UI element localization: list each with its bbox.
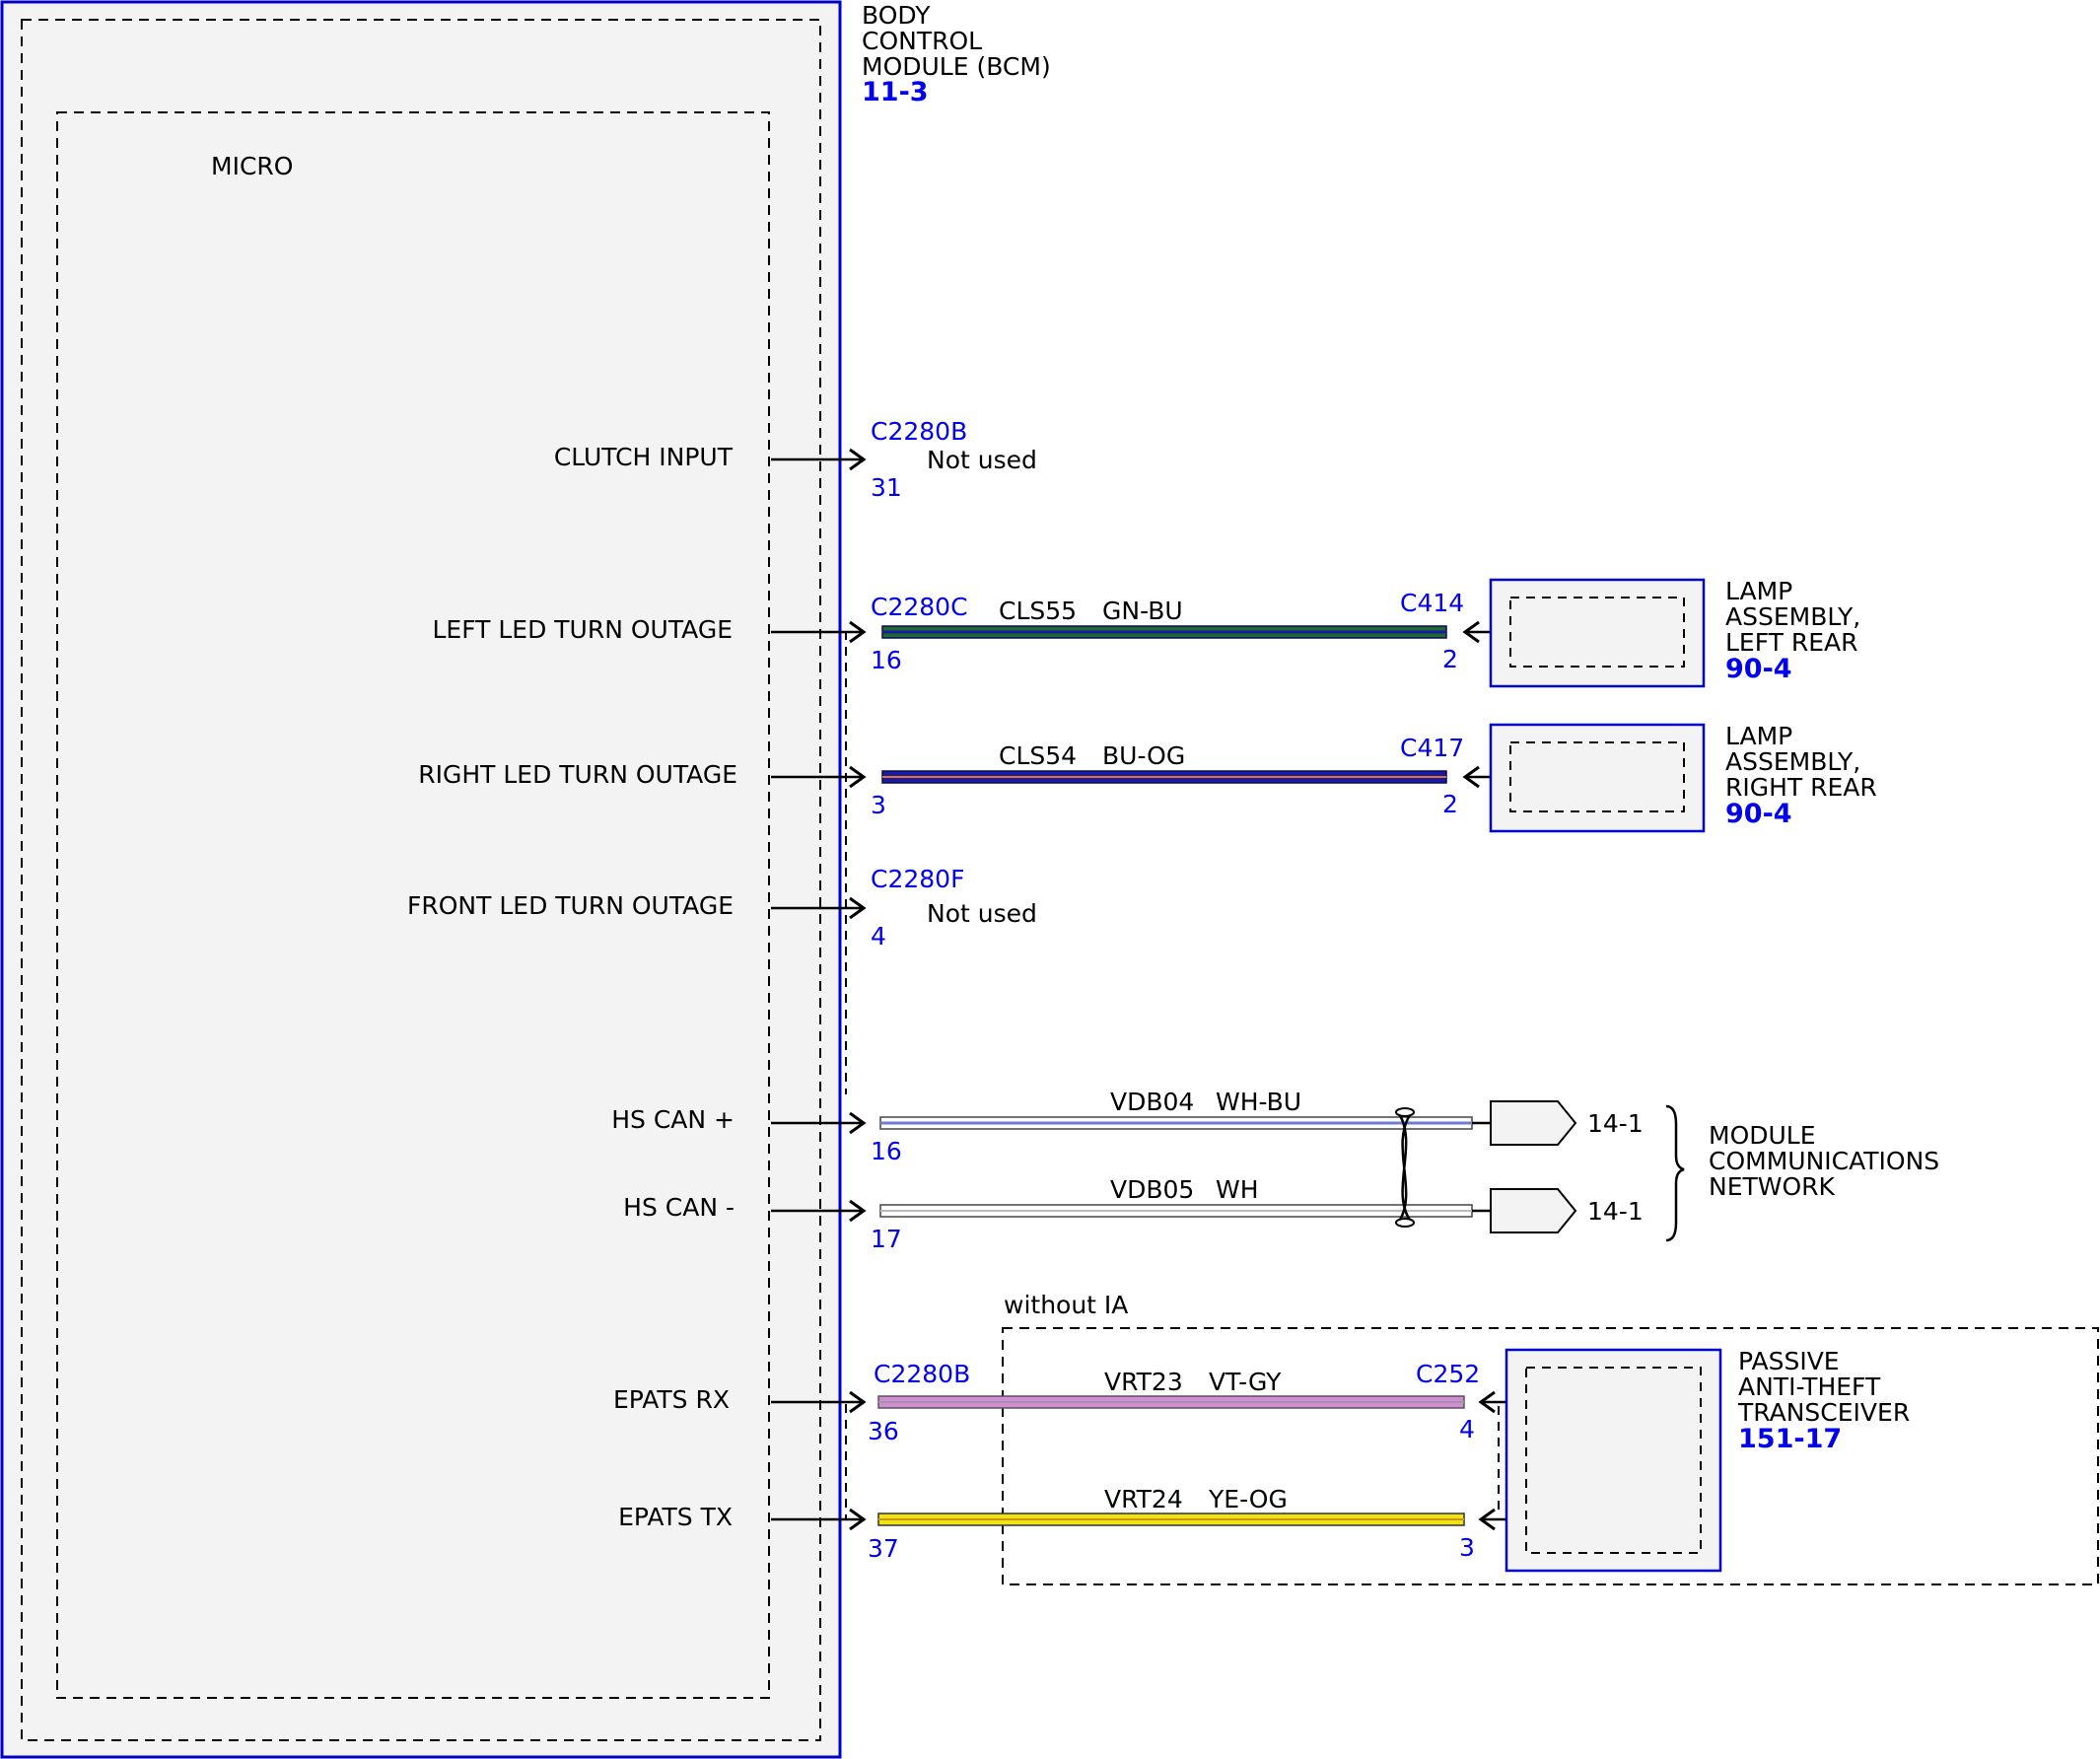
lamp-right-line-3: RIGHT REAR	[1725, 773, 1877, 802]
option-label: without IA	[1004, 1291, 1128, 1319]
hs-can-minus-color: WH	[1216, 1175, 1259, 1204]
epats-rx-pin-arrow	[849, 1390, 867, 1414]
right-led-circuit: CLS54	[999, 741, 1077, 770]
right-led-label: RIGHT LED TURN OUTAGE	[418, 760, 737, 789]
clutch-input-label: CLUTCH INPUT	[554, 443, 734, 471]
right-led-color: BU-OG	[1102, 741, 1185, 770]
lamp-right-box	[1489, 723, 1706, 833]
pats-module-box	[1505, 1348, 1722, 1573]
lamp-left-line-3: LEFT REAR	[1725, 628, 1858, 657]
lamp-left-ref[interactable]: 90-4	[1725, 654, 1792, 684]
hs-can-plus-pin: 16	[871, 1137, 902, 1165]
hs-can-plus-pin-arrow	[849, 1111, 867, 1135]
twisted-pair-symbol	[1395, 1107, 1415, 1228]
left-led-connector: C2280C	[871, 593, 968, 621]
epats-rx-far-connector: C252	[1416, 1360, 1480, 1388]
pats-line-3: TRANSCEIVER	[1737, 1398, 1910, 1427]
epats-rx-label: EPATS RX	[613, 1385, 730, 1414]
pats-line-1: PASSIVE	[1738, 1347, 1840, 1375]
pats-module-inner	[1525, 1367, 1702, 1554]
bcm-name-line-3: MODULE (BCM)	[862, 52, 1051, 81]
pats-line-2: ANTI-THEFT	[1738, 1372, 1881, 1401]
hs-can-minus-pin-arrow	[849, 1199, 867, 1223]
hs-can-plus-circuit: VDB04	[1110, 1088, 1194, 1116]
epats-rx-far-pin: 4	[1459, 1415, 1475, 1443]
left-led-far-pin: 2	[1442, 645, 1458, 673]
epats-tx-color: YE-OG	[1208, 1485, 1288, 1513]
clutch-connector: C2280B	[871, 417, 967, 446]
lamp-right-inner	[1509, 741, 1685, 812]
hs-can-plus-color: WH-BU	[1216, 1088, 1301, 1116]
lamp-right-line-2: ASSEMBLY,	[1725, 747, 1860, 776]
bcm-dashed-outer	[21, 19, 821, 1741]
left-led-pin-arrow	[849, 620, 867, 644]
epats-tx-label: EPATS TX	[618, 1503, 733, 1531]
front-led-connector: C2280F	[871, 865, 964, 893]
hs-can-minus-pin: 17	[871, 1225, 902, 1253]
left-led-color: GN-BU	[1102, 597, 1183, 625]
epats-rx-circuit: VRT23	[1104, 1368, 1183, 1396]
bcm-name-line-1: BODY	[862, 1, 931, 30]
hs-can-minus-network-connector	[1490, 1188, 1577, 1233]
hs-can-plus-label: HS CAN +	[611, 1105, 735, 1134]
network-line-1: MODULE	[1709, 1121, 1816, 1150]
clutch-input-pin-arrow	[849, 448, 867, 471]
hs-can-plus-dest[interactable]: 14-1	[1587, 1109, 1644, 1138]
epats-rx-connector: C2280B	[874, 1360, 970, 1388]
lamp-right-line-1: LAMP	[1725, 722, 1792, 750]
hs-can-plus-network-connector	[1490, 1100, 1577, 1146]
bcm-name-line-2: CONTROL	[862, 27, 982, 55]
epats-tx-far-pin: 3	[1459, 1533, 1475, 1562]
bcm-ref[interactable]: 11-3	[862, 77, 929, 107]
lamp-left-box	[1489, 578, 1706, 688]
epats-tx-pin-arrow	[849, 1508, 867, 1531]
front-led-pin: 4	[871, 922, 886, 950]
lamp-left-line-2: ASSEMBLY,	[1725, 602, 1860, 631]
front-led-not-used: Not used	[927, 899, 1037, 928]
front-led-label: FRONT LED TURN OUTAGE	[407, 891, 734, 920]
hs-can-minus-dest[interactable]: 14-1	[1587, 1197, 1644, 1226]
left-led-pin: 16	[871, 646, 902, 674]
network-line-3: NETWORK	[1709, 1172, 1836, 1201]
epats-tx-circuit: VRT24	[1104, 1485, 1183, 1513]
option-dashed-box	[1002, 1327, 2099, 1585]
lamp-left-line-1: LAMP	[1725, 577, 1792, 605]
clutch-not-used: Not used	[927, 446, 1037, 474]
hs-can-minus-label: HS CAN -	[623, 1193, 735, 1222]
front-led-pin-arrow	[849, 896, 867, 920]
micro-label: MICRO	[211, 152, 293, 180]
micro-dashed-box	[56, 111, 770, 1699]
pats-ref[interactable]: 151-17	[1738, 1424, 1842, 1454]
right-led-far-pin: 2	[1442, 790, 1458, 818]
network-brace	[1665, 1104, 1685, 1242]
lamp-right-ref[interactable]: 90-4	[1725, 799, 1792, 829]
bcm-module-box	[0, 0, 842, 1759]
right-led-pin: 3	[871, 791, 886, 819]
lamp-left-inner	[1509, 597, 1685, 668]
left-led-circuit: CLS55	[999, 597, 1077, 625]
left-led-far-connector: C414	[1400, 589, 1464, 617]
right-led-far-connector: C417	[1400, 734, 1464, 762]
clutch-pin: 31	[871, 473, 902, 502]
right-led-pin-arrow	[849, 765, 867, 789]
epats-rx-color: VT-GY	[1209, 1368, 1282, 1396]
epats-rx-pin: 36	[868, 1417, 899, 1445]
network-line-2: COMMUNICATIONS	[1709, 1147, 1939, 1175]
hs-can-minus-circuit: VDB05	[1110, 1175, 1194, 1204]
epats-tx-pin: 37	[868, 1534, 899, 1563]
left-led-label: LEFT LED TURN OUTAGE	[432, 615, 733, 644]
